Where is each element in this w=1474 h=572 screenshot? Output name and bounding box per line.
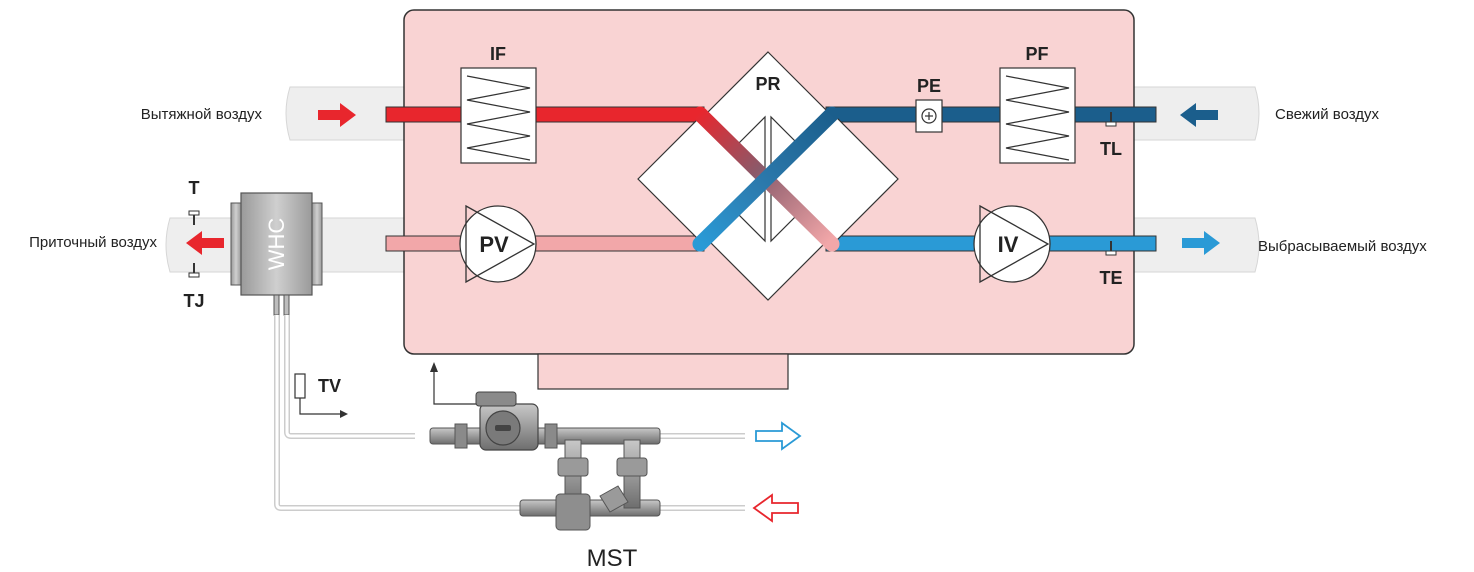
pipe-return-core bbox=[285, 315, 415, 438]
heat-exchanger-pr: PR bbox=[637, 51, 899, 301]
sensor-tv: TV bbox=[294, 373, 348, 418]
label-pv: PV bbox=[479, 232, 509, 257]
sensor-t: T bbox=[188, 178, 200, 225]
label-fresh-air: Свежий воздух bbox=[1275, 106, 1380, 123]
label-discharge-air: Выбрасываемый воздух bbox=[1258, 238, 1427, 255]
pipe-supply-core bbox=[275, 315, 520, 510]
label-t: T bbox=[189, 178, 200, 198]
filter-if: IF bbox=[460, 44, 537, 164]
label-whc: WHC bbox=[264, 218, 289, 271]
label-tl: TL bbox=[1100, 139, 1122, 159]
arrow-water-in bbox=[752, 493, 799, 523]
arrow-fresh-in bbox=[1180, 103, 1218, 127]
arrow-supply-out bbox=[186, 231, 224, 255]
fan-pv: PV bbox=[459, 204, 537, 284]
label-if: IF bbox=[490, 44, 506, 64]
channel-exhaust bbox=[385, 106, 705, 123]
arrow-discharge-out bbox=[1182, 231, 1220, 255]
airflow-arrows bbox=[186, 103, 1220, 255]
housing-base bbox=[537, 353, 789, 390]
label-exhaust-air: Вытяжной воздух bbox=[141, 106, 263, 123]
sensor-te: TE bbox=[1099, 241, 1123, 288]
water-pipes bbox=[274, 315, 745, 511]
label-tj: TJ bbox=[183, 291, 204, 311]
pipe-return bbox=[284, 315, 415, 439]
mst-valve-bottom bbox=[555, 493, 591, 531]
label-pf: PF bbox=[1025, 44, 1048, 64]
mst-pump-terminal bbox=[475, 391, 517, 407]
mst-valve-left bbox=[557, 457, 589, 477]
sensor-tl: TL bbox=[1100, 112, 1122, 159]
label-pe: PE bbox=[917, 76, 941, 96]
mst-pump-slot bbox=[495, 425, 511, 431]
channel-supply bbox=[385, 235, 705, 252]
mst-strainer bbox=[599, 485, 629, 513]
label-mst: MST bbox=[587, 545, 638, 572]
filter-pf: PF bbox=[999, 44, 1076, 164]
mst-valve-right bbox=[616, 457, 648, 477]
label-pr: PR bbox=[755, 74, 780, 94]
pump-control-line bbox=[430, 362, 480, 405]
water-flow-arrows bbox=[752, 421, 802, 523]
label-iv: IV bbox=[998, 232, 1019, 257]
water-heating-coil-whc: WHC bbox=[230, 192, 323, 316]
sensor-tj: TJ bbox=[183, 263, 205, 311]
label-tv: TV bbox=[318, 376, 341, 396]
channel-fresh bbox=[825, 106, 1157, 123]
arrow-water-out bbox=[755, 421, 802, 451]
pressure-sensor-pe: PE bbox=[915, 76, 943, 133]
arrow-exhaust-in bbox=[318, 103, 356, 127]
mst-flange-right bbox=[544, 423, 558, 449]
label-te: TE bbox=[1099, 268, 1122, 288]
mixing-station-mst: MST bbox=[429, 391, 661, 572]
mst-flange-left bbox=[454, 423, 468, 449]
fan-iv: IV bbox=[973, 204, 1051, 284]
label-supply-air: Приточный воздух bbox=[29, 234, 157, 251]
